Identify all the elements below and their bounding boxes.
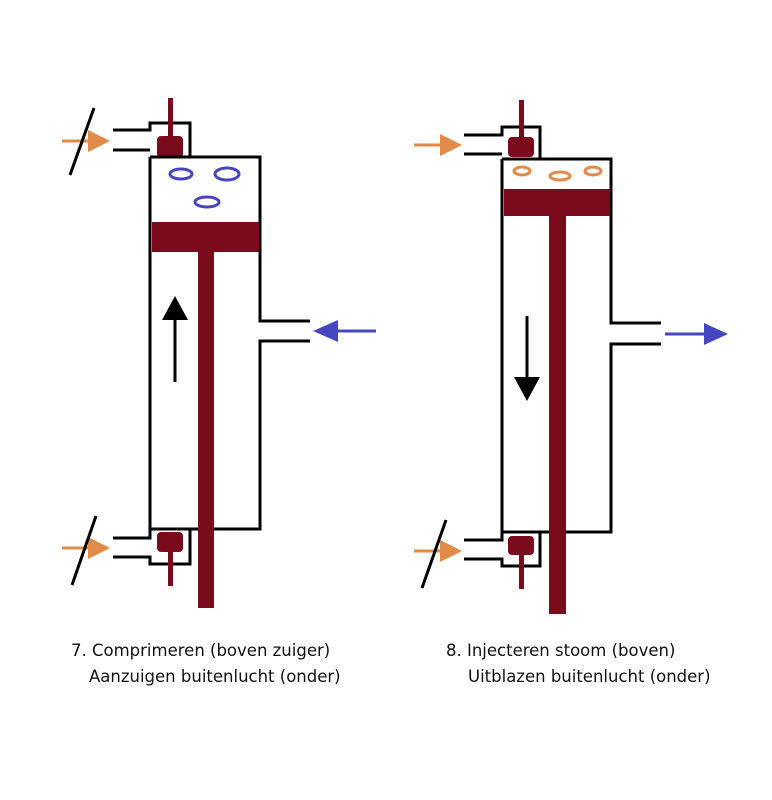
motion-arrow-up [162,296,188,382]
top-intake-pipe [464,125,542,159]
panel-compress [62,98,376,608]
top-valve-stem [519,100,524,140]
piston-head [504,189,610,216]
caption-inject: 8. Injecteren stoom (boven) Uitblazen bu… [446,638,711,690]
panel-inject [414,100,728,614]
bottom-valve-stem [519,553,524,589]
top-intake-pipe [113,121,192,157]
top-valve [508,137,534,157]
bottom-intake-pipe [113,529,192,566]
caption-subtitle: Uitblazen buitenlucht (onder) [468,667,711,686]
piston-rod [198,252,214,608]
piston-rod [549,216,566,614]
top-valve-stem [168,98,173,138]
bottom-intake-pipe [464,532,542,568]
side-arrow-inward [313,320,376,342]
bottom-intake-arrowhead [88,537,110,559]
top-valve [157,136,183,158]
caption-title: 8. Injecteren stoom (boven) [446,641,676,660]
caption-title: 7. Comprimeren (boven zuiger) [71,641,331,660]
cylinder-body [148,155,310,531]
bottom-valve [508,536,534,555]
caption-compress: 7. Comprimeren (boven zuiger) Aanzuigen … [71,638,341,690]
bottom-valve-stem [168,550,173,586]
bottom-intake-arrowhead [440,540,462,562]
bottom-blocked-slash [70,515,98,586]
air-bubbles [168,166,241,209]
top-blocked-slash [68,107,96,176]
motion-arrow-down [514,316,540,401]
bottom-blocked-slash [420,519,448,589]
top-intake-arrowhead [88,130,110,152]
cylinder-body [500,157,661,534]
steam-bubbles [512,165,603,182]
piston-head [152,222,259,252]
top-intake-arrowhead [440,134,462,156]
caption-subtitle: Aanzuigen buitenlucht (onder) [89,667,341,686]
side-arrow-outward [665,323,728,345]
bottom-valve [157,532,183,552]
